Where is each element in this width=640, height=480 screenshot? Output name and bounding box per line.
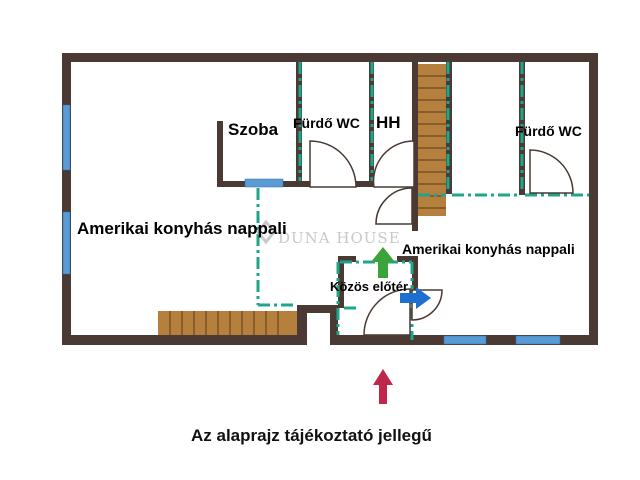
- label-nappali-left: Amerikai konyhás nappali: [77, 219, 287, 238]
- door-nappali-right: [375, 187, 413, 225]
- window-west-upper: [62, 104, 71, 171]
- stairs-right: [418, 64, 446, 216]
- footer-note: Az alaprajz tájékoztató jellegű: [191, 426, 432, 445]
- windows: [62, 104, 561, 345]
- blue-arrow-icon: [400, 287, 431, 309]
- green-arrow-icon: [371, 247, 395, 278]
- label-furdo-wc-right: Fürdő WC: [515, 123, 582, 139]
- stairs-bottom: [158, 311, 297, 335]
- window-west-lower: [62, 211, 71, 275]
- window-south-1: [443, 335, 487, 345]
- direction-arrows: [371, 247, 431, 309]
- door-hh: [372, 140, 415, 188]
- door-furdo-left: [309, 140, 357, 188]
- outer-walls: [62, 53, 598, 345]
- label-eloter: Közös előtér: [330, 279, 408, 294]
- door-furdo-right: [529, 149, 574, 194]
- watermark: DUNA HOUSE: [256, 219, 401, 247]
- entrance-arrow-icon: [373, 369, 393, 404]
- window-south-2: [515, 335, 561, 345]
- label-szoba: Szoba: [228, 120, 279, 139]
- window-inner: [244, 178, 284, 188]
- label-hh: HH: [376, 113, 401, 132]
- door-eloter: [363, 288, 411, 336]
- room-labels: Szoba Fürdő WC HH Fürdő WC Amerikai kony…: [77, 113, 582, 294]
- watermark-text: DUNA HOUSE: [278, 229, 401, 247]
- partition-lines: [256, 62, 589, 340]
- label-nappali-right: Amerikai konyhás nappali: [402, 241, 575, 257]
- doors: [309, 140, 574, 336]
- label-furdo-wc-left: Fürdő WC: [293, 115, 360, 131]
- logo-diamond-icon: [256, 219, 276, 245]
